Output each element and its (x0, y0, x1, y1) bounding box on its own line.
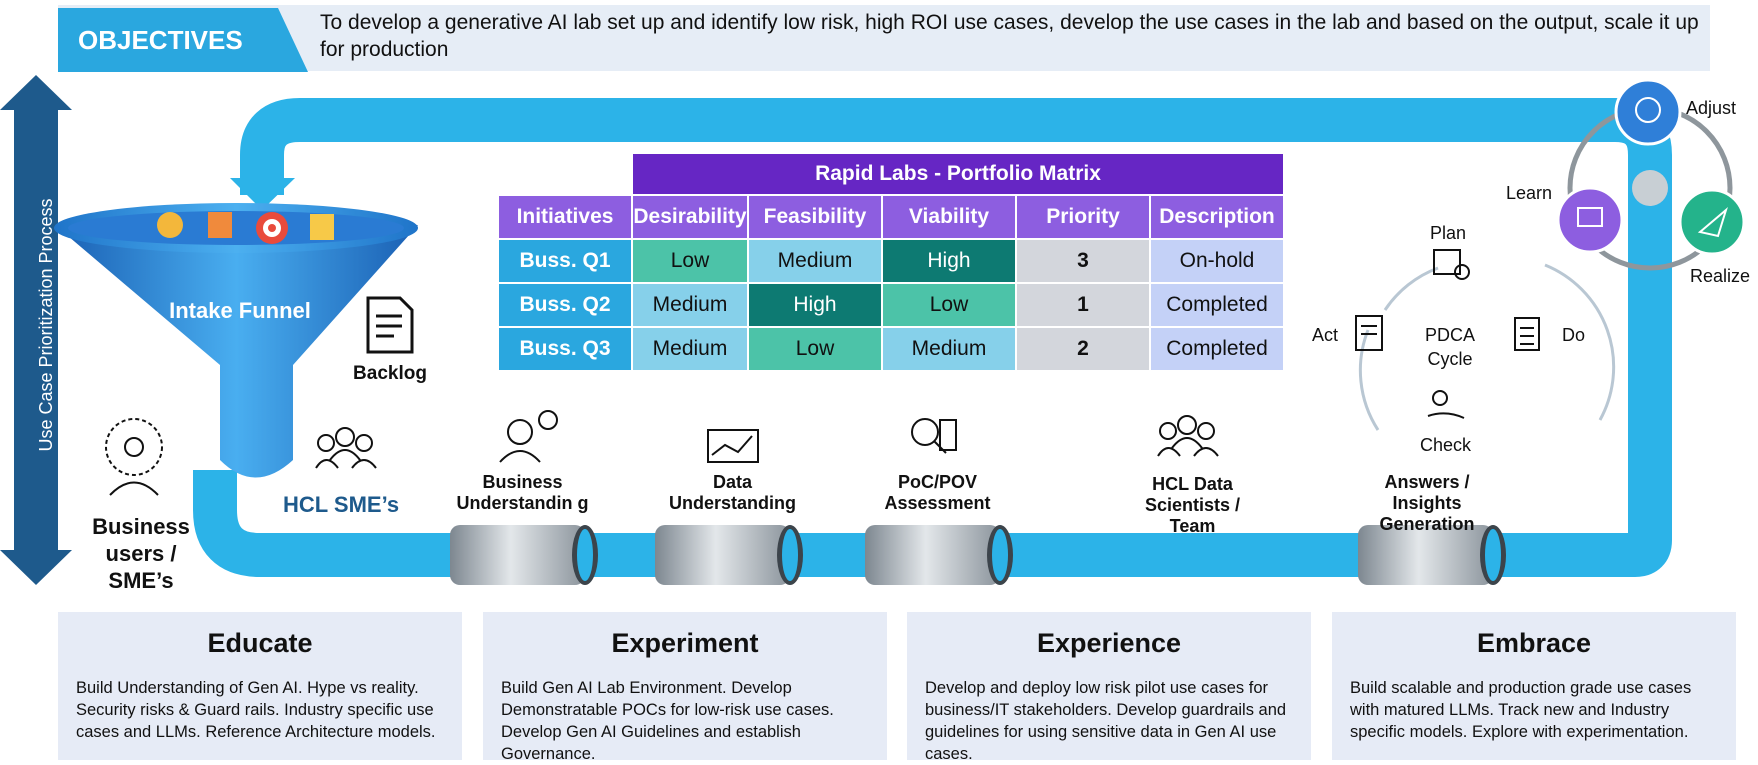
card-text: Build Gen AI Lab Environment. Develop De… (501, 679, 834, 763)
pipe-connector-1 (450, 525, 598, 585)
cell-priority: 1 (1017, 284, 1149, 326)
business-understanding-icon (499, 410, 558, 463)
table-row: Buss. Q1 Low Medium High 3 On-hold (499, 240, 1283, 282)
adjust-icon (1614, 78, 1682, 146)
do-label: Do (1562, 325, 1586, 345)
hcl-data-people-icon (1157, 415, 1219, 457)
cell-feasibility: Low (749, 328, 881, 370)
table-row: Buss. Q2 Medium High Low 1 Completed (499, 284, 1283, 326)
business-users-icon (105, 418, 163, 496)
business-understanding-label: Business Understandin g (456, 472, 589, 513)
card-text: Build scalable and production grade use … (1350, 679, 1692, 741)
cell-description: On-hold (1151, 240, 1283, 282)
business-users-label: Business users / SME’s (92, 514, 190, 593)
learn-label: Learn (1506, 183, 1553, 203)
act-label: Act (1312, 325, 1339, 345)
pipe-connector-4 (1358, 525, 1506, 585)
cell-priority: 2 (1017, 328, 1149, 370)
cell-feasibility: High (749, 284, 881, 326)
card-text: Develop and deploy low risk pilot use ca… (925, 679, 1287, 763)
header-description: Description (1151, 196, 1283, 238)
cell-desirability: Low (633, 240, 747, 282)
pdca-cycle-label: PDCA Cycle (1424, 325, 1475, 369)
card-embrace: Embrace Build scalable and production gr… (1332, 612, 1736, 760)
cell-priority: 3 (1017, 240, 1149, 282)
intake-funnel (55, 225, 418, 478)
card-experience: Experience Develop and deploy low risk p… (907, 612, 1311, 763)
process-loop (193, 98, 1672, 577)
header-initiatives: Initiatives (499, 196, 631, 238)
hcl-sme-people-icon (315, 427, 377, 469)
header-priority: Priority (1017, 196, 1149, 238)
cell-viability: High (883, 240, 1015, 282)
vertical-arrow-shaft (14, 105, 58, 555)
cell-desirability: Medium (633, 328, 747, 370)
do-icon (1514, 317, 1540, 351)
pdca-arcs (1358, 263, 1616, 431)
cell-description: Completed (1151, 284, 1283, 326)
data-understanding-icon (707, 429, 759, 463)
card-title: Educate (207, 628, 313, 658)
card-title: Embrace (1476, 628, 1592, 658)
check-label: Check (1420, 435, 1472, 455)
cell-description: Completed (1151, 328, 1283, 370)
objectives-banner (58, 5, 1710, 71)
data-understanding-label: Data Understanding (668, 472, 796, 513)
card-title: Experiment (611, 628, 759, 658)
hcl-data-scientists-label: HCL Data Scientists / Team (1144, 474, 1241, 536)
objectives-label: OBJECTIVES (58, 8, 308, 72)
backlog-icon (366, 296, 414, 354)
loop-arrow-head (230, 178, 295, 210)
cell-feasibility: Medium (749, 240, 881, 282)
backlog-label: Backlog (353, 363, 427, 384)
cell-viability: Low (883, 284, 1015, 326)
plan-icon (1433, 249, 1470, 280)
act-icon (1355, 315, 1383, 351)
pipe-connector-3 (865, 525, 1013, 585)
header-feasibility: Feasibility (749, 196, 881, 238)
check-icon (1427, 390, 1465, 419)
row-initiative: Buss. Q3 (499, 328, 631, 370)
row-initiative: Buss. Q1 (499, 240, 631, 282)
cell-viability: Medium (883, 328, 1015, 370)
realize-label: Realize (1690, 266, 1751, 286)
vertical-arrow-down (0, 550, 72, 585)
header-viability: Viability (883, 196, 1015, 238)
portfolio-matrix-table: Rapid Labs - Portfolio Matrix Initiative… (497, 152, 1285, 372)
objectives-text: To develop a generative AI lab set up an… (320, 11, 1699, 61)
plan-label: Plan (1430, 223, 1467, 243)
header-desirability: Desirability (633, 196, 747, 238)
cell-desirability: Medium (633, 284, 747, 326)
poc-assessment-label: PoC/POV Assessment (884, 472, 991, 513)
table-row: Buss. Q3 Medium Low Medium 2 Completed (499, 328, 1283, 370)
answers-insights-label: Answers / Insights Generation (1379, 472, 1475, 534)
card-title: Experience (1036, 628, 1182, 658)
row-initiative: Buss. Q2 (499, 284, 631, 326)
cycle-center-icon (1632, 170, 1668, 206)
matrix-title: Rapid Labs - Portfolio Matrix (633, 154, 1283, 194)
adjust-label: Adjust (1686, 98, 1737, 118)
card-text: Build Understanding of Gen AI. Hype vs r… (76, 679, 436, 741)
vertical-arrow-up (0, 75, 72, 110)
intake-funnel-label: Intake Funnel (169, 298, 311, 323)
poc-assessment-icon (911, 418, 957, 454)
learn-icon (1556, 186, 1624, 254)
card-educate: Educate Build Understanding of Gen AI. H… (58, 612, 462, 760)
card-experiment: Experiment Build Gen AI Lab Environment.… (483, 612, 887, 763)
pipe-connector-2 (655, 525, 803, 585)
use-case-prioritization-label: Use Case Prioritization Process (36, 198, 56, 452)
hcl-sme-label: HCL SME’s (283, 492, 400, 517)
